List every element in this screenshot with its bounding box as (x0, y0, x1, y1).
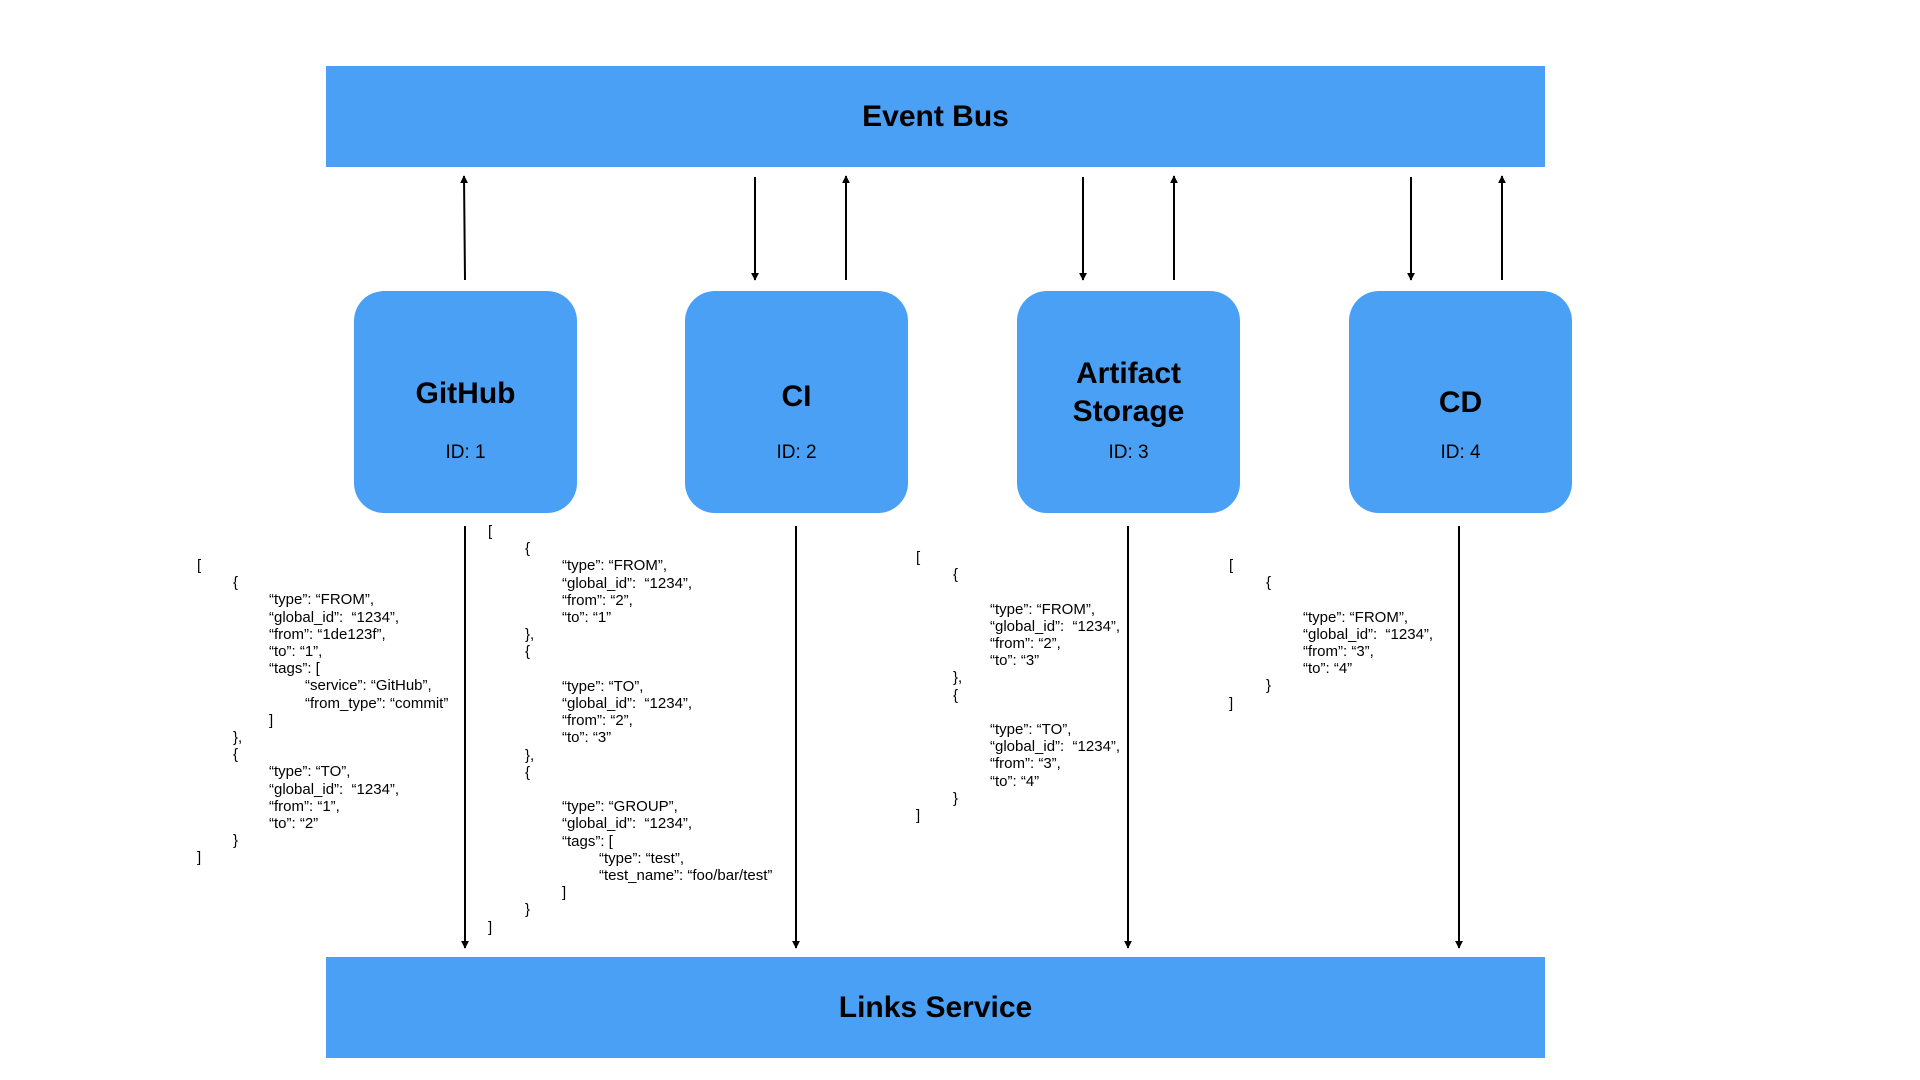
service-cd-box: CD ID: 4 (1349, 291, 1572, 513)
service-name-artifact-line2: Storage (1072, 395, 1185, 428)
service-name-cd: CD (1438, 386, 1483, 419)
service-id-ci: ID: 2 (776, 442, 817, 463)
payload-ci: [ { “type”: “FROM”, “global_id”: “1234”,… (488, 523, 773, 936)
service-id-github: ID: 1 (445, 442, 486, 463)
service-name-artifact-line1: Artifact (1075, 357, 1181, 390)
service-name-github: GitHub (415, 377, 516, 410)
event-bus-block: Event Bus (326, 66, 1545, 167)
payload-cd: [ { “type”: “FROM”, “global_id”: “1234”,… (1229, 557, 1434, 712)
links-service-label: Links Service (838, 990, 1033, 1024)
github-to-eventbus-arrow (460, 175, 469, 281)
links-service-block: Links Service (326, 957, 1545, 1058)
service-name-ci: CI (781, 380, 812, 413)
service-id-cd: ID: 4 (1440, 442, 1481, 463)
payload-artifact-storage: [ { “type”: “FROM”, “global_id”: “1234”,… (916, 549, 1121, 825)
service-github-box: GitHub ID: 1 (354, 291, 577, 513)
service-artifact-storage-box: Artifact Storage ID: 3 (1017, 291, 1240, 513)
payload-github: [ { “type”: “FROM”, “global_id”: “1234”,… (197, 557, 449, 867)
service-ci-box: CI ID: 2 (685, 291, 908, 513)
event-bus-label: Event Bus (862, 99, 1009, 133)
service-id-artifact: ID: 3 (1108, 442, 1149, 463)
